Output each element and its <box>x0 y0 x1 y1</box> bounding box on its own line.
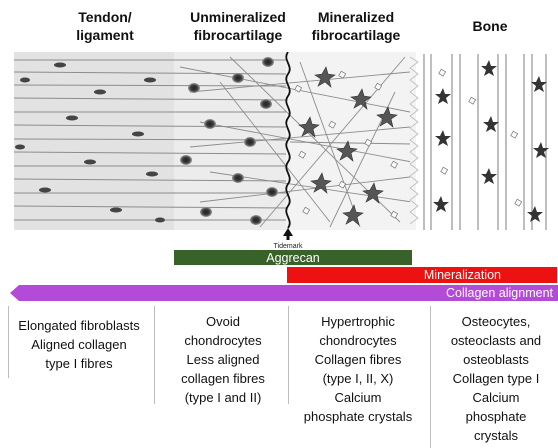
mineralization-label: Mineralization <box>424 268 557 282</box>
aggrecan-bar: Aggrecan <box>174 250 412 265</box>
unmineralized-region <box>174 52 286 230</box>
mineralization-bar: Mineralization <box>287 267 557 283</box>
header-unmineralized: Unmineralized fibrocartilage <box>178 8 298 44</box>
header-mineralized: Mineralized fibrocartilage <box>296 8 416 44</box>
header-bone: Bone <box>440 17 540 35</box>
description-mineralized: Hypertrophic chondrocytes Collagen fibre… <box>290 312 426 426</box>
header-tendon: Tendon/ ligament <box>40 8 170 44</box>
description-bone: Osteocytes, osteoclasts and osteoblasts … <box>436 312 556 445</box>
tissue-diagram: Tidemark <box>0 52 558 262</box>
divider <box>430 306 431 448</box>
divider <box>288 306 289 404</box>
collagen-alignment-label: Collagen alignment <box>10 285 553 301</box>
tidemark-label: Tidemark <box>274 243 303 250</box>
description-tendon: Elongated fibroblasts Aligned collagen t… <box>4 316 154 373</box>
aggrecan-label: Aggrecan <box>266 251 320 265</box>
divider <box>154 306 155 404</box>
description-unmineralized: Ovoid chondrocytes Less aligned collagen… <box>160 312 286 407</box>
